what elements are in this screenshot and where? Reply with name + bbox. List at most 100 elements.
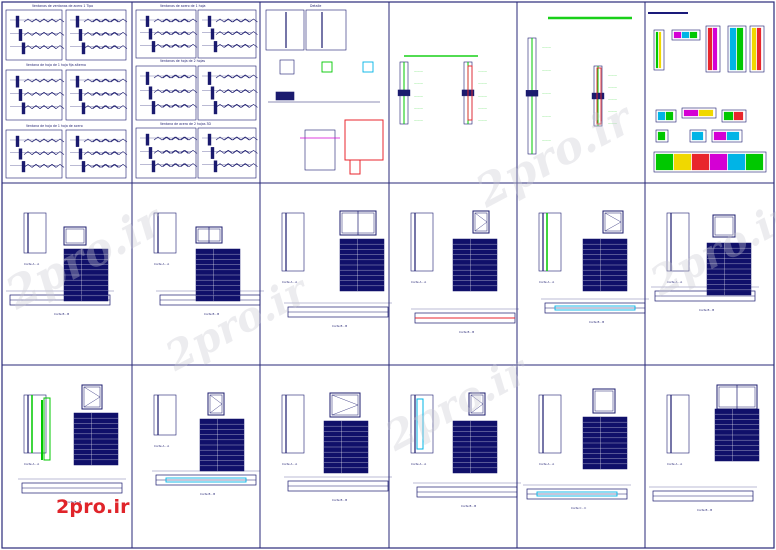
transom: [397, 89, 411, 97]
profile-section: [207, 71, 212, 85]
detail-box: [304, 129, 336, 171]
profile-fill: [658, 31, 662, 69]
profile-fill: [712, 27, 718, 71]
profile-fill: [733, 111, 744, 121]
profile-squiggle: [83, 18, 101, 23]
profile-squiggle: [47, 18, 65, 23]
profile-fill: [691, 153, 710, 171]
profile-squiggle: [241, 163, 258, 168]
cut-label-aa: Corte A - A: [411, 462, 426, 466]
profile-section: [15, 75, 20, 88]
window-elevation: [329, 392, 361, 418]
panel-title-3: Detalle: [310, 4, 321, 8]
profile-squiggle: [171, 103, 189, 108]
sill-block: [275, 91, 295, 101]
profile-fill: [756, 27, 762, 71]
green-label: ———: [414, 69, 423, 73]
window-sash: [714, 216, 734, 236]
profile-section: [148, 147, 153, 159]
cut-label-aa: Corte A - A: [539, 280, 554, 284]
profile-section: [21, 102, 26, 115]
profile-squiggle: [101, 138, 119, 143]
profile-fill: [691, 131, 704, 141]
profile-section: [75, 15, 80, 28]
profile-squiggle: [153, 43, 171, 48]
profile-squiggle: [232, 136, 250, 141]
profile-squiggle: [92, 91, 110, 96]
profile-section: [151, 160, 156, 173]
green-label: ———: [414, 119, 423, 123]
cut-label-aa: Corte A - A: [411, 280, 426, 284]
profile-squiggle: [47, 91, 65, 96]
cut-label-bb: Corte B - B: [332, 324, 347, 328]
cut-label-bb: Corte B - B: [54, 312, 69, 316]
profile-squiggle: [153, 103, 171, 108]
window-elevation: [602, 210, 624, 234]
profile-assembly: [705, 25, 721, 73]
green-label: ———: [542, 45, 551, 49]
profile-squiggle: [92, 151, 110, 156]
profile-fill: [665, 111, 674, 121]
panel-titles: Ventanas de ventanas de acero 1 Tipo Ven…: [26, 4, 321, 128]
cut-label-bb: Corte B - B: [332, 498, 347, 502]
profile-squiggle: [47, 45, 65, 50]
profile-squiggle: [162, 103, 180, 108]
section-frame: [23, 212, 47, 254]
cyan-section-glass: [554, 305, 636, 311]
profile-squiggle: [232, 18, 250, 23]
opening-line: [83, 396, 101, 408]
profile-squiggle: [101, 78, 119, 83]
profile-squiggle: [180, 89, 198, 94]
profile-squiggle: [162, 18, 180, 23]
opening-line: [83, 386, 101, 398]
profile-squiggle: [83, 163, 101, 168]
detail-box: [265, 9, 305, 51]
transom: [591, 92, 605, 100]
cut-label-aa: Corte A - A: [282, 462, 297, 466]
opening-line: [470, 403, 484, 414]
green-label: ———: [608, 97, 617, 101]
profile-squiggle: [180, 163, 198, 168]
green-label: ———: [414, 81, 423, 85]
profile-squiggle: [110, 105, 128, 110]
profile-assembly: [721, 109, 747, 123]
profile-squiggle: [92, 163, 110, 168]
profile-squiggle: [162, 149, 180, 154]
profile-squiggle: [83, 151, 101, 156]
green-label: ———: [542, 115, 551, 119]
window-sash: [474, 212, 488, 232]
profile-section: [207, 15, 212, 27]
cyan-glass: [416, 398, 424, 450]
profile-fill: [657, 111, 666, 121]
cut-label-aa: Corte A - A: [667, 280, 682, 284]
profile-squiggle: [171, 149, 189, 154]
profile-fill: [751, 27, 757, 71]
profile-squiggle: [47, 163, 65, 168]
profile-squiggle: [101, 105, 119, 110]
opening-line: [209, 394, 223, 405]
green-label: ———: [608, 121, 617, 125]
section-frame: [153, 212, 177, 254]
detail-box: [135, 127, 197, 179]
profile-squiggle: [215, 74, 233, 79]
window-elevation: [592, 388, 616, 414]
profile-squiggle: [153, 31, 171, 36]
profile-squiggle: [83, 31, 101, 36]
cut-label-bb: Corte B - B: [589, 320, 604, 324]
profile-squiggle: [241, 89, 258, 94]
panel-subtitle-1a: Ventana de hoja de 1 hoja fija alterno: [26, 63, 86, 67]
red-glass-detail: [467, 65, 473, 121]
profile-fill: [657, 131, 666, 141]
profile-section: [210, 86, 215, 100]
green-label: ———: [542, 91, 551, 95]
profile-squiggle: [153, 149, 171, 154]
cut-label-aa: Corte A - A: [154, 262, 169, 266]
profile-squiggle: [92, 138, 110, 143]
profile-squiggle: [180, 74, 198, 79]
opening-line: [470, 394, 484, 405]
section-frame: [281, 212, 305, 272]
profile-squiggle: [162, 136, 180, 141]
profile-squiggle: [101, 91, 119, 96]
profile-squiggle: [224, 31, 241, 36]
